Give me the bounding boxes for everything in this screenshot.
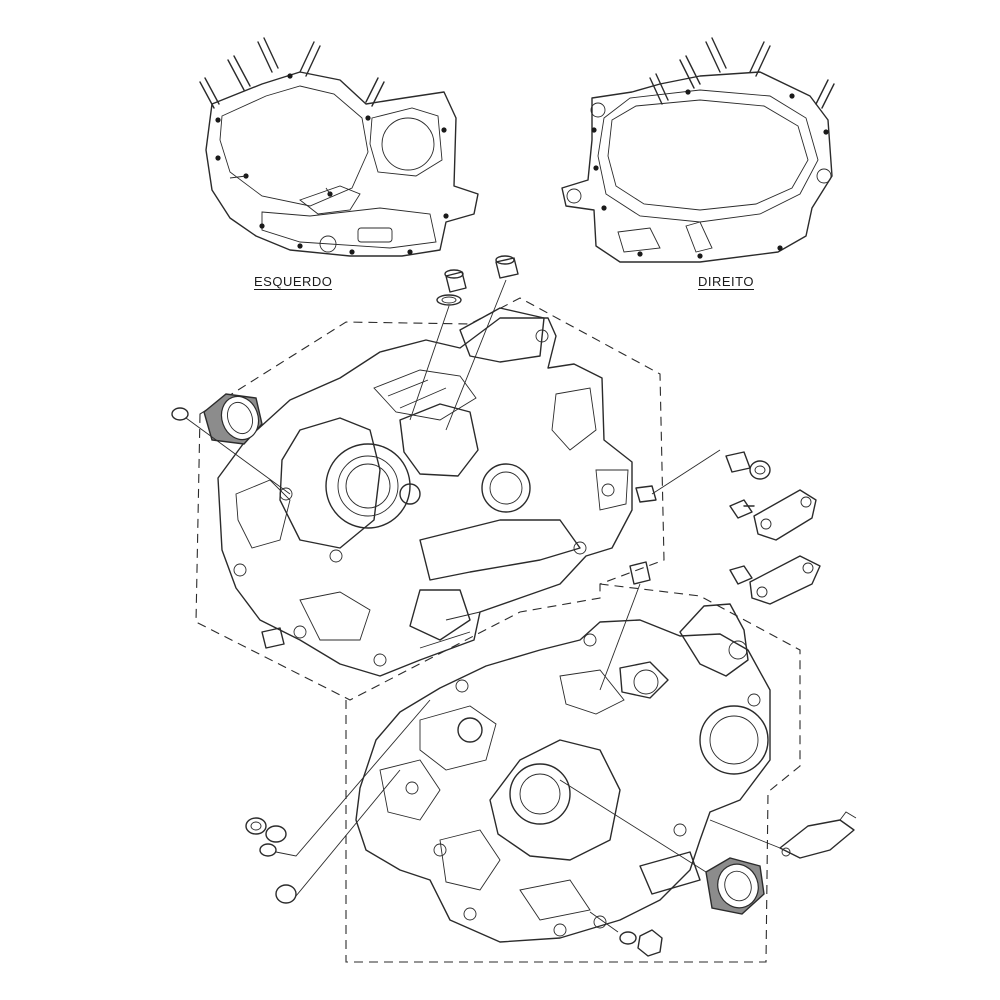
right-side-small-parts — [599, 449, 821, 691]
right-main-bearing — [559, 779, 765, 915]
left-crankcase-half — [217, 307, 633, 677]
right-gasket-bolt-dots — [591, 89, 829, 259]
right-crankcase-half — [355, 603, 771, 943]
left-main-bearing — [203, 393, 263, 445]
bottom-bolt-washer — [589, 911, 663, 957]
left-gasket-studs — [199, 37, 385, 109]
right-gasket-label: DIREITO — [698, 274, 754, 290]
left-gasket-bolt-dots — [215, 73, 449, 255]
dowel-pins-top — [409, 255, 519, 431]
right-bracket-clip — [709, 811, 857, 859]
right-crankcase-gasket — [561, 37, 835, 263]
left-crankcase-gasket — [199, 37, 479, 257]
left-dowel — [171, 407, 291, 495]
right-gasket-studs — [649, 37, 835, 109]
lower-left-small-parts — [245, 627, 431, 904]
left-gasket-label: ESQUERDO — [254, 274, 333, 290]
